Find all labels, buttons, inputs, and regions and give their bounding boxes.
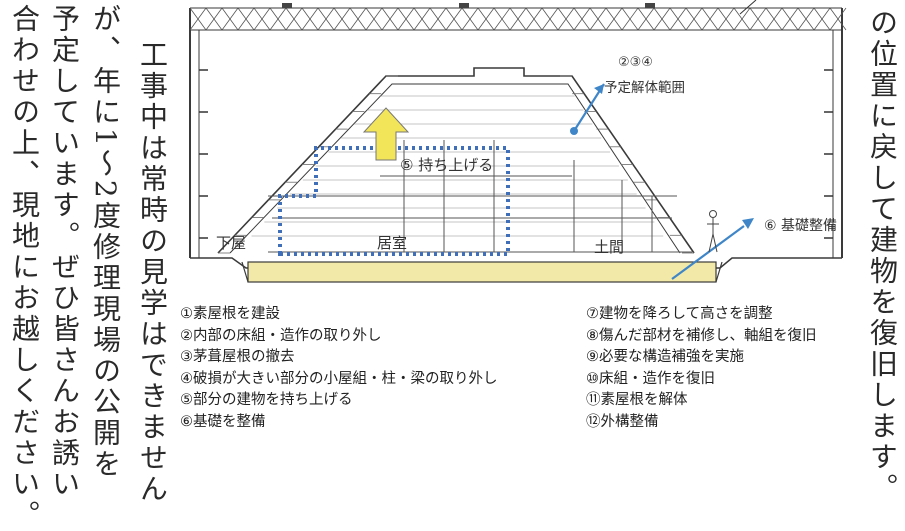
- truss-brace: [797, 7, 815, 31]
- scaffold-truss: [189, 7, 843, 258]
- truss-brace: [589, 7, 607, 31]
- list-item: ②内部の床組・造作の取り外し: [180, 327, 382, 344]
- truss-brace: [317, 7, 335, 31]
- truss-brace: [253, 7, 271, 31]
- truss-brace: [717, 7, 735, 31]
- list-item: ⑩床組・造作を復旧: [586, 370, 715, 387]
- truss-brace: [765, 7, 783, 31]
- truss-brace: [685, 7, 703, 31]
- list-item: ⑫外構整備: [586, 413, 659, 430]
- truss-brace: [221, 7, 239, 31]
- truss-brace: [445, 7, 463, 31]
- lamp-icon: [645, 3, 655, 8]
- truss-brace: [637, 7, 655, 31]
- body-text-column-2: 予定しています。ぜひ皆さんお誘い: [48, 4, 81, 500]
- body-text-column-3: が、年に1～2度修理現場の公開を: [89, 4, 122, 480]
- lift-label: ⑤ 持ち上げる: [400, 156, 493, 174]
- list-item: ③茅葺屋根の撤去: [180, 349, 295, 366]
- list-item: ⑨必要な構造補強を実施: [586, 349, 744, 366]
- lift-up-arrow: [362, 107, 410, 161]
- truss-brace: [189, 7, 207, 31]
- room-label-shimoya: 下屋: [216, 234, 246, 252]
- truss-brace: [781, 7, 799, 31]
- steps-list-left: ①素屋根を建設 ②内部の床組・造作の取り外し ③茅葺屋根の撤去 ④破損が大きい部…: [180, 304, 498, 434]
- truss-brace: [477, 7, 495, 31]
- truss-brace: [701, 7, 719, 31]
- person-figure-icon: [707, 210, 719, 253]
- leader-line: [739, 0, 757, 15]
- planned-dismantle-label: 予定解体範囲: [604, 80, 685, 96]
- lamp-icon: [459, 3, 469, 8]
- truss-brace: [461, 7, 479, 31]
- truss-brace: [333, 7, 351, 31]
- truss-brace: [573, 7, 591, 31]
- lift-region-outline: [278, 146, 510, 256]
- truss-brace: [621, 7, 639, 31]
- truss-brace: [733, 7, 751, 31]
- body-text-right-column: の位置に戻して建物を復旧します。: [866, 8, 899, 504]
- truss-brace: [541, 7, 559, 31]
- foundation-bed: [247, 261, 717, 283]
- body-text-column-1: 合わせの上、現地にお越しください。: [8, 4, 41, 531]
- truss-brace: [525, 7, 543, 31]
- truss-brace: [365, 7, 383, 31]
- truss-brace: [269, 7, 287, 31]
- truss-brace: [669, 7, 687, 31]
- truss-brace: [237, 7, 255, 31]
- truss-brace: [605, 7, 623, 31]
- truss-brace: [349, 7, 367, 31]
- pointer-arrows: [570, 83, 754, 280]
- truss-brace: [829, 7, 847, 31]
- list-item: ⑪素屋根を解体: [586, 392, 688, 409]
- truss-brace: [397, 7, 415, 31]
- lamp-icon: [282, 3, 292, 8]
- truss-brace: [301, 7, 319, 31]
- truss-brace: [205, 7, 223, 31]
- truss-brace: [381, 7, 399, 31]
- truss-brace: [653, 7, 671, 31]
- truss-brace: [749, 7, 767, 31]
- list-item: ①素屋根を建設: [180, 306, 280, 322]
- room-label-kyoshitsu: 居室: [377, 234, 407, 252]
- planned-dismantle-numbers: ②③④: [618, 55, 653, 70]
- truss-brace: [285, 7, 303, 31]
- list-item: ⑦建物を降ろして高さを調整: [586, 306, 773, 322]
- steps-list-right: ⑦建物を降ろして高さを調整 ⑧傷んだ部材を補修し、軸組を復旧 ⑨必要な構造補強を…: [586, 304, 817, 434]
- list-item: ⑧傷んだ部材を補修し、軸組を復旧: [586, 327, 817, 344]
- foundation-label: ⑥ 基礎整備: [764, 217, 837, 234]
- room-label-doma: 土間: [594, 238, 624, 256]
- truss-brace: [509, 7, 527, 31]
- list-item: ④破損が大きい部分の小屋組・柱・梁の取り外し: [180, 370, 498, 387]
- truss-brace: [493, 7, 511, 31]
- list-item: ⑥基礎を整備: [180, 413, 266, 430]
- restoration-section-diagram: ②③④ 予定解体範囲 ⑤ 持ち上げる ⑥ 基礎整備 下屋 居室 土間: [189, 0, 847, 283]
- truss-brace: [413, 7, 431, 31]
- truss-brace: [557, 7, 575, 31]
- body-text-column-4: 工事中は常時の見学はできません: [136, 40, 169, 505]
- list-item: ⑤部分の建物を持ち上げる: [180, 392, 353, 409]
- interior-frame: [268, 140, 692, 253]
- truss-brace: [813, 7, 831, 31]
- truss-brace: [429, 7, 447, 31]
